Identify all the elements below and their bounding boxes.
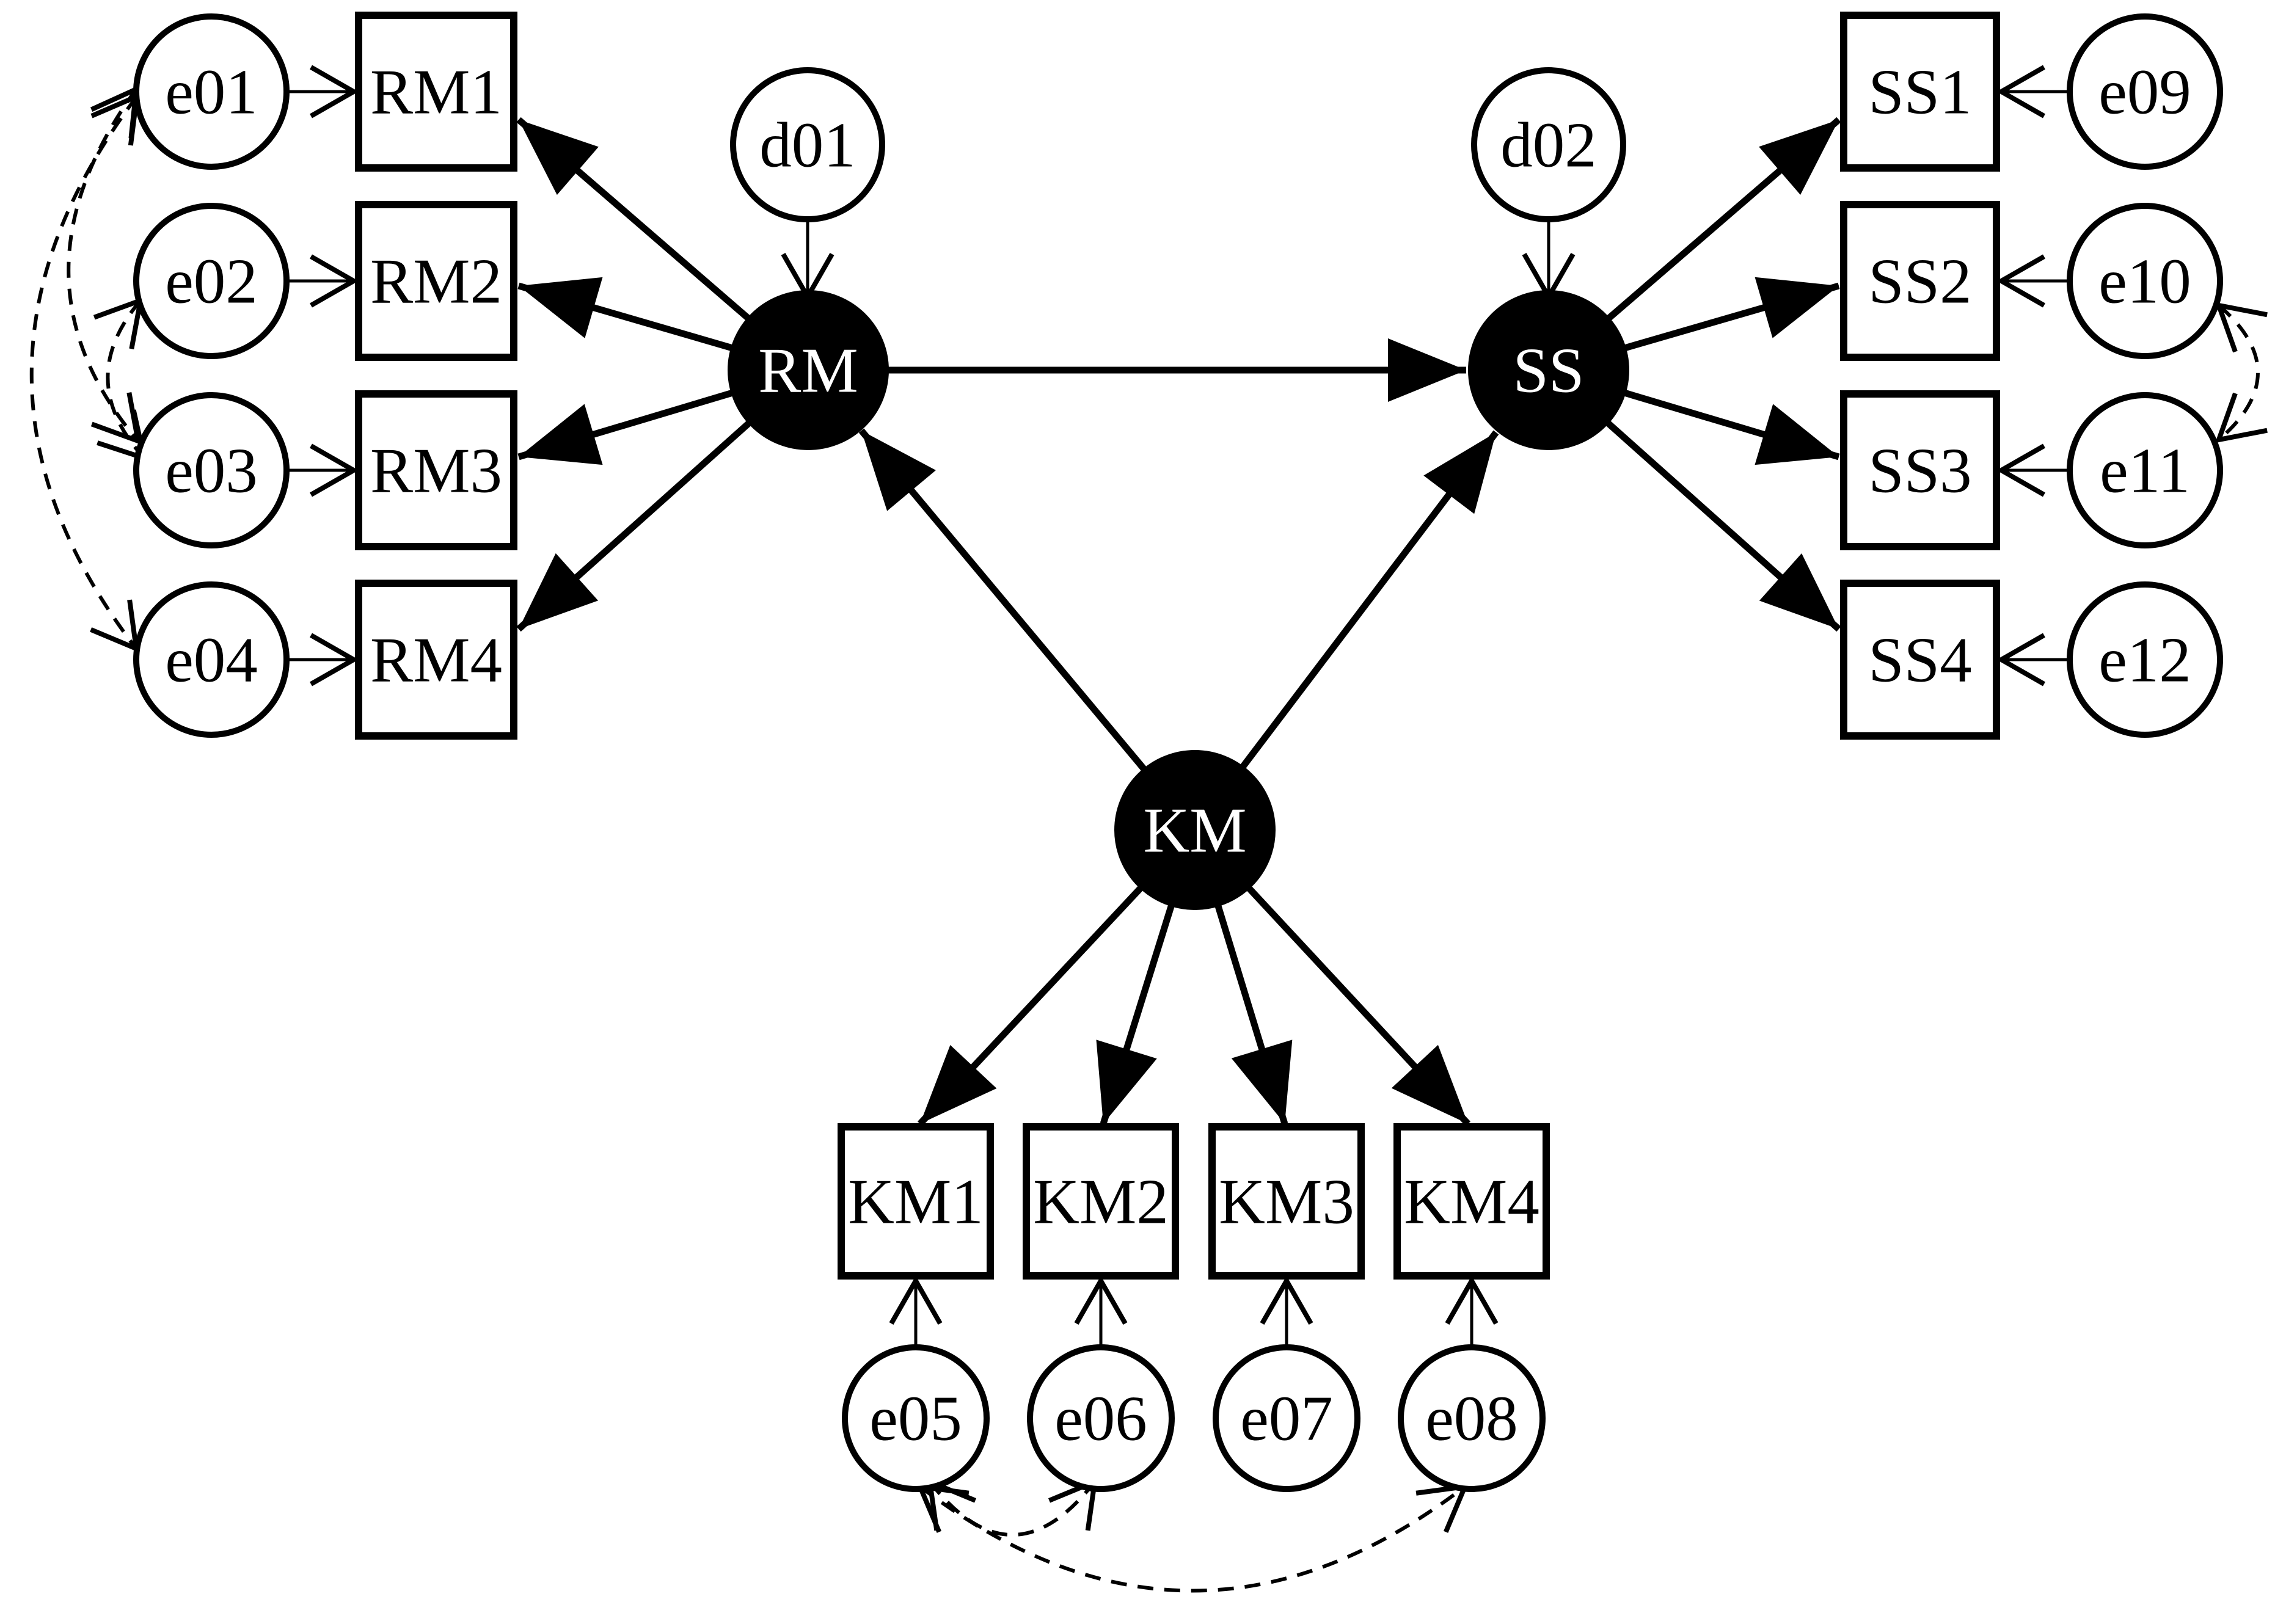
e03-circle [133,392,290,548]
node-e10: e10 [2067,203,2223,359]
SS-label: SS [1513,335,1585,406]
node-RM: RM [728,290,889,450]
KM2-square [1023,1123,1179,1280]
d01-label: d01 [759,109,856,181]
e03-label: e03 [165,435,258,506]
RM1-label: RM1 [370,56,502,128]
KM-label: KM [1143,795,1246,866]
SS1-label: SS1 [1868,56,1971,128]
e10-circle [2067,203,2223,359]
SS2-square [1840,201,2000,361]
node-e05: e05 [842,1344,990,1492]
SS3-label: SS3 [1868,435,1971,506]
e04-label: e04 [165,624,258,696]
RM2-label: RM2 [370,246,502,317]
node-e11: e11 [2067,392,2223,548]
KM3-label: KM3 [1219,1166,1354,1237]
d01-circle [730,67,885,222]
KM-ellipse [1114,750,1276,910]
e11-label: e11 [2100,435,2190,506]
node-e03: e03 [133,392,290,548]
node-SS4: SS4 [1840,580,2000,740]
SS4-square [1840,580,2000,740]
node-KM2: KM2 [1023,1123,1179,1280]
KM3-square [1208,1123,1365,1280]
RM4-label: RM4 [370,624,502,696]
node-RM2: RM2 [355,201,517,361]
node-SS: SS [1468,290,1629,450]
node-d02: d02 [1471,67,1626,222]
RM4-square [355,580,517,740]
node-RM3: RM3 [355,390,517,550]
path-KM-RM [858,428,1198,832]
e02-circle [133,203,290,359]
node-KM4: KM4 [1393,1123,1550,1280]
e06-label: e06 [1054,1383,1147,1454]
e07-circle [1213,1344,1360,1492]
node-KM1: KM1 [838,1123,994,1280]
KM4-square [1393,1123,1550,1280]
KM2-label: KM2 [1033,1166,1169,1237]
e12-circle [2067,581,2223,738]
covariance-e05-e08 [920,1487,1465,1593]
path-KM-SS [1192,430,1499,832]
RM-label: RM [758,335,858,406]
node-e06: e06 [1027,1344,1175,1492]
KM4-label: KM4 [1404,1166,1539,1237]
covariance-e02-e03 [108,300,144,458]
KM1-label: KM1 [848,1166,984,1237]
RM3-label: RM3 [370,435,502,506]
covariance-e01-e04 [29,96,137,649]
RM-ellipse [728,290,889,450]
e07-label: e07 [1240,1383,1333,1454]
e05-label: e05 [869,1383,962,1454]
e02-label: e02 [165,246,258,317]
e01-label: e01 [165,56,258,128]
e09-label: e09 [2098,56,2191,128]
node-e02: e02 [133,203,290,359]
node-KM3: KM3 [1208,1123,1365,1280]
node-d01: d01 [730,67,885,222]
e06-circle [1027,1344,1175,1492]
node-e01: e01 [133,13,290,170]
RM3-square [355,390,517,550]
node-KM: KM [1114,750,1276,910]
SS4-label: SS4 [1868,624,1971,696]
covariance-e10-e11 [2219,305,2258,440]
RM2-square [355,201,517,361]
e08-circle [1398,1344,1546,1492]
e10-label: e10 [2098,246,2191,317]
e09-circle [2067,13,2223,170]
node-SS2: SS2 [1840,201,2000,361]
covariance-e05-e06 [930,1482,1095,1537]
SS2-label: SS2 [1868,246,1971,317]
node-e12: e12 [2067,581,2223,738]
e05-circle [842,1344,990,1492]
e01-circle [133,13,290,170]
d02-label: d02 [1500,109,1597,181]
node-SS3: SS3 [1840,390,2000,550]
node-RM4: RM4 [355,580,517,740]
KM1-square [838,1123,994,1280]
d02-circle [1471,67,1626,222]
node-e08: e08 [1398,1344,1546,1492]
e08-label: e08 [1425,1383,1518,1454]
node-e07: e07 [1213,1344,1360,1492]
node-SS1: SS1 [1840,12,2000,172]
SS3-square [1840,390,2000,550]
e12-label: e12 [2098,624,2191,696]
SS1-square [1840,12,2000,172]
node-e04: e04 [133,581,290,738]
e11-circle [2067,392,2223,548]
e04-circle [133,581,290,738]
node-RM1: RM1 [355,12,517,172]
RM1-square [355,12,517,172]
node-e09: e09 [2067,13,2223,170]
SS-ellipse [1468,290,1629,450]
